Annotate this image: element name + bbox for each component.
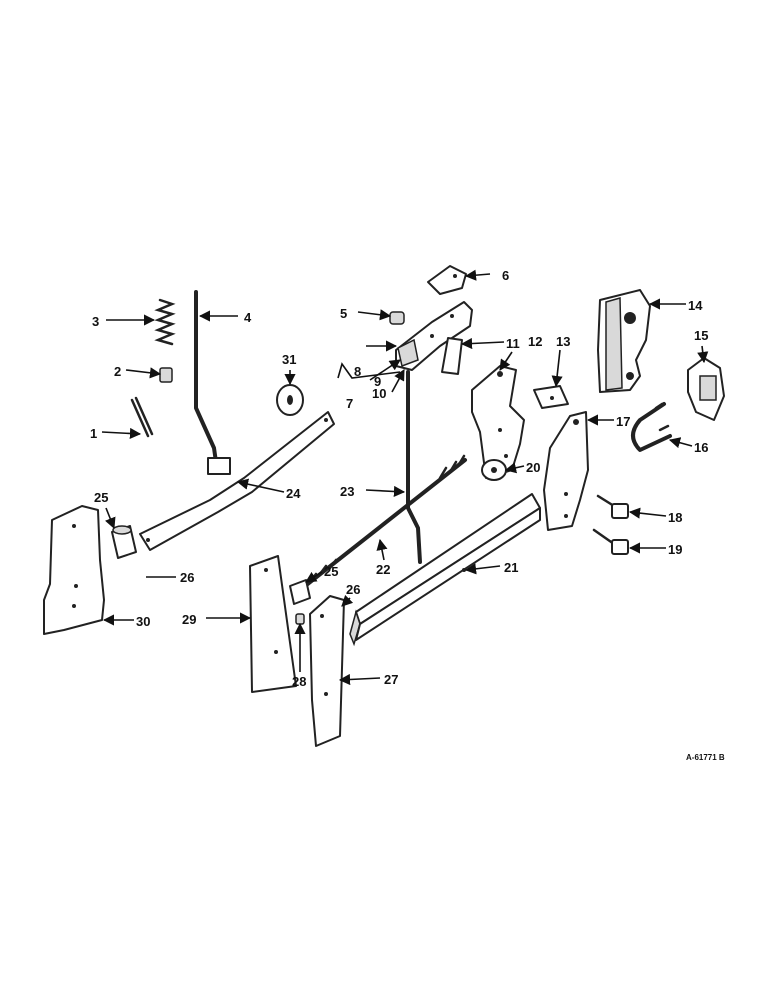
part-29-plate — [249, 555, 297, 693]
callout-27: 27 — [384, 672, 398, 687]
callout-13: 13 — [556, 334, 570, 349]
leader-lines — [101, 269, 709, 686]
part-4-rod — [194, 290, 231, 475]
callout-15: 15 — [694, 328, 708, 343]
part-5-nut — [389, 311, 405, 325]
callout-25-left: 25 — [94, 490, 108, 505]
callout-11: 11 — [506, 336, 520, 351]
callout-2: 2 — [114, 364, 121, 379]
callout-24: 24 — [286, 486, 301, 501]
part-16-ubolt — [631, 402, 672, 452]
callout-10: 10 — [372, 386, 386, 401]
drawing-number: A-61771 B — [686, 753, 725, 762]
callout-6: 6 — [502, 268, 509, 283]
part-24-lever — [139, 411, 335, 551]
part-25-bushing-right — [289, 579, 311, 605]
callout-26-right: 26 — [346, 582, 360, 597]
callout-labels: 6 5 3 4 2 1 11 12 13 14 15 16 17 18 19 2… — [90, 268, 708, 689]
callout-8: 8 — [354, 364, 361, 379]
part-3-spring — [154, 298, 176, 346]
part-27-plate — [309, 595, 345, 747]
callout-12: 12 — [528, 334, 542, 349]
callout-23: 23 — [340, 484, 354, 499]
part-28-pin — [295, 613, 305, 625]
callout-21: 21 — [504, 560, 518, 575]
callout-9: 9 — [374, 374, 381, 389]
part-30-mount — [43, 505, 105, 635]
part-13-pin — [533, 385, 569, 409]
callout-4: 4 — [244, 310, 252, 325]
callout-7: 7 — [346, 396, 353, 411]
callout-25-right: 25 — [324, 564, 338, 579]
callout-31: 31 — [282, 352, 296, 367]
part-12-bracket — [471, 365, 525, 479]
part-2-pin — [159, 367, 173, 383]
callout-19: 19 — [668, 542, 682, 557]
callout-14: 14 — [688, 298, 703, 313]
part-20-washer — [481, 459, 507, 481]
callout-18: 18 — [668, 510, 682, 525]
callout-29: 29 — [182, 612, 196, 627]
callout-16: 16 — [694, 440, 708, 455]
callout-26-left: 26 — [180, 570, 194, 585]
part-14-block — [597, 289, 651, 393]
part-23-rod — [406, 370, 422, 564]
callout-22: 22 — [376, 562, 390, 577]
part-15-clamp — [687, 357, 725, 421]
part-31-washer — [276, 384, 304, 416]
part-21-bar — [349, 493, 541, 647]
part-6-plate — [427, 265, 467, 295]
part-18-bolt — [596, 494, 629, 519]
callout-5: 5 — [340, 306, 347, 321]
callout-20: 20 — [526, 460, 540, 475]
callout-1: 1 — [90, 426, 97, 441]
part-25-bushing-left — [111, 525, 137, 559]
callout-3: 3 — [92, 314, 99, 329]
callout-30: 30 — [136, 614, 150, 629]
callout-17: 17 — [616, 414, 630, 429]
part-17-bracket — [543, 411, 589, 531]
callout-28: 28 — [292, 674, 306, 689]
part-1-cotter-pin — [130, 396, 154, 438]
part-19-bolt — [592, 528, 629, 555]
